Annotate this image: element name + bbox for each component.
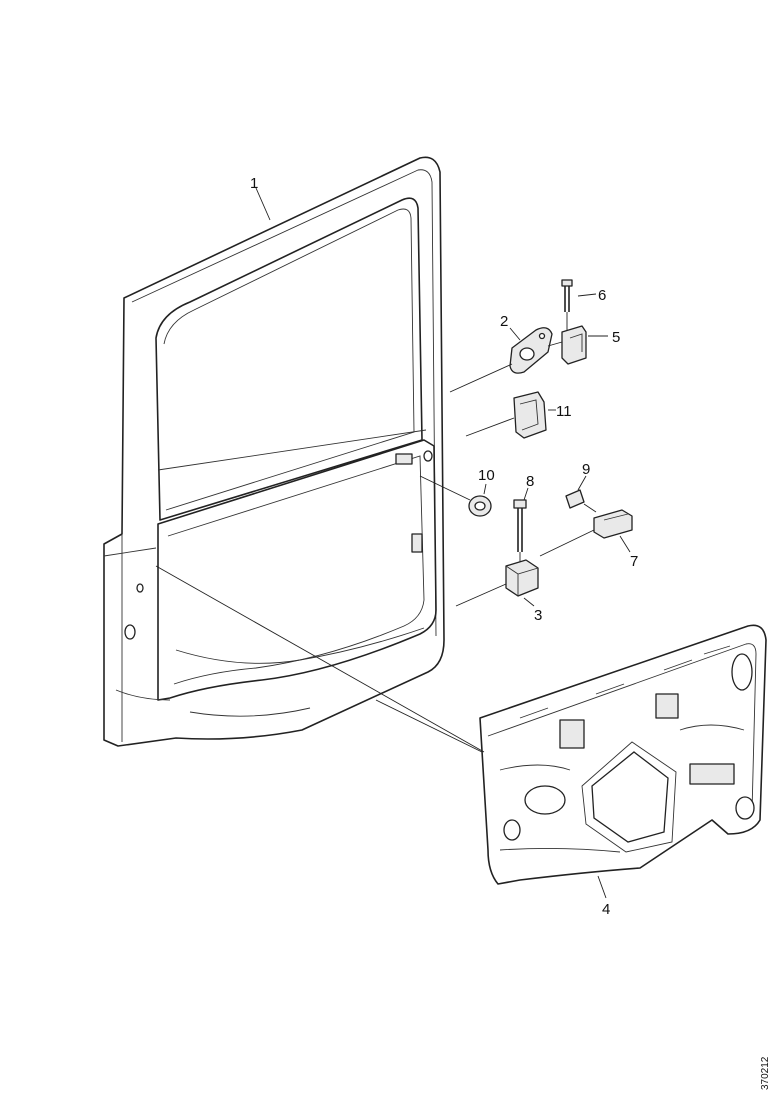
inner-door-panel-part-4 (479, 624, 767, 885)
callout-11: 11 (556, 403, 572, 420)
hinge-plate-part-2 (509, 327, 553, 374)
bolt-part-6 (561, 279, 573, 312)
callout-10: 10 (478, 467, 495, 484)
striker-block-part-3 (505, 559, 539, 597)
door-frame-part-1 (103, 156, 445, 747)
guide-part-7 (593, 509, 633, 539)
grommet-part-10 (468, 495, 492, 517)
callout-5: 5 (612, 329, 620, 346)
bracket-part-5 (561, 325, 587, 365)
callout-8: 8 (526, 473, 534, 490)
callout-1: 1 (250, 175, 258, 192)
callout-7: 7 (630, 553, 638, 570)
leader-lines (255, 187, 631, 899)
callout-2: 2 (500, 313, 508, 330)
lock-part-11 (513, 391, 547, 439)
callout-9: 9 (582, 461, 590, 478)
clip-part-9 (565, 489, 585, 509)
callout-6: 6 (598, 287, 606, 304)
callout-4: 4 (602, 901, 610, 918)
callout-3: 3 (534, 607, 542, 624)
assembly-lines (155, 312, 597, 753)
document-reference: 370212 (760, 1056, 771, 1090)
screw-part-8 (513, 499, 527, 552)
